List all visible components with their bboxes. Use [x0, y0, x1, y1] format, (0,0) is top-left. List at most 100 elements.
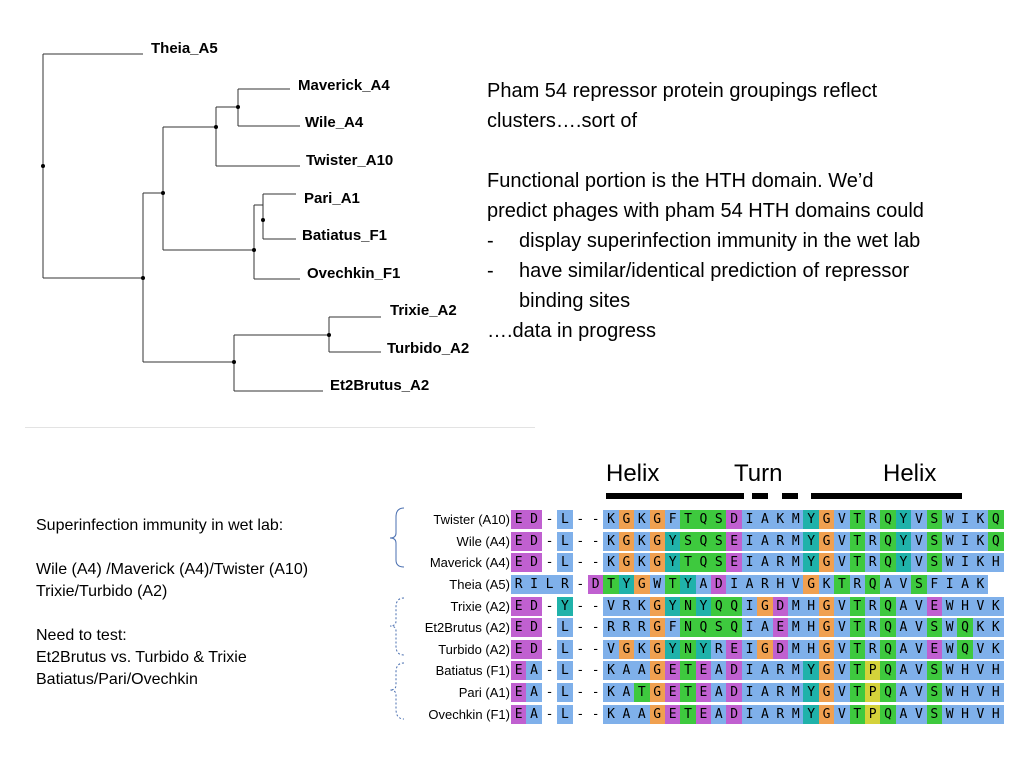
residue: R — [618, 596, 635, 616]
residue: I — [941, 575, 958, 595]
residue: - — [591, 620, 600, 636]
residue: - — [545, 512, 554, 528]
residue: Y — [695, 639, 712, 659]
residue: Q — [864, 575, 881, 595]
residue: - — [545, 620, 554, 636]
helix-bar-1 — [606, 493, 744, 499]
residue: V — [603, 596, 619, 616]
residue: A — [634, 661, 650, 681]
residue: S — [926, 704, 942, 724]
residue: L — [541, 575, 558, 595]
residue: G — [818, 639, 835, 659]
residue: D — [726, 683, 742, 703]
residue: G — [818, 510, 835, 530]
residue: E — [511, 510, 527, 530]
residue: H — [803, 618, 819, 638]
alignment-row-label: Et2Brutus (A2) — [424, 620, 510, 636]
residue: Q — [988, 531, 1004, 551]
residue: - — [545, 598, 554, 614]
residue: R — [772, 683, 789, 703]
residue: A — [895, 704, 912, 724]
residue: K — [603, 531, 619, 551]
residue: V — [911, 618, 927, 638]
summary-bullet: - display superinfection immunity in the… — [487, 226, 1017, 256]
residue: A — [634, 704, 650, 724]
residue: A — [895, 683, 912, 703]
residue: G — [818, 596, 835, 616]
residue: A — [757, 531, 773, 551]
residue: N — [680, 596, 696, 616]
residue: W — [941, 683, 958, 703]
summary-body-line: Functional portion is the HTH domain. We… — [487, 170, 874, 192]
tree-nodes — [41, 105, 331, 364]
residue: I — [741, 639, 758, 659]
residue: W — [941, 704, 958, 724]
residue: - — [591, 685, 600, 701]
residue: D — [526, 531, 542, 551]
residue: Q — [695, 553, 712, 573]
helix-bar-2 — [811, 493, 962, 499]
residue: S — [926, 510, 942, 530]
summary-body-line: predict phages with pham 54 HTH domains … — [487, 200, 924, 222]
residue: R — [634, 618, 650, 638]
residue: - — [576, 555, 585, 571]
residue: Q — [880, 618, 896, 638]
residue: K — [634, 596, 650, 616]
leaf-label: Batiatus_F1 — [302, 227, 387, 244]
test-heading: Need to test: — [36, 627, 127, 644]
residue: I — [741, 531, 758, 551]
residue: D — [772, 596, 789, 616]
immunity-group: Trixie/Turbido (A2) — [36, 583, 168, 600]
residue: Y — [803, 553, 819, 573]
phylogenetic-tree: Theia_A5 Maverick_A4 Wile_A4 Twister_A10… — [41, 40, 469, 394]
residue: V — [911, 553, 927, 573]
residue: M — [788, 553, 804, 573]
residue: G — [649, 661, 665, 681]
turn-bar-1 — [752, 493, 768, 499]
residue: T — [680, 510, 696, 530]
residue: T — [603, 575, 619, 595]
immunity-heading: Superinfection immunity in wet lab: — [36, 517, 284, 534]
residue: - — [576, 533, 585, 549]
residue: H — [803, 639, 819, 659]
helix-label-2: Helix — [883, 460, 937, 487]
residue: - — [545, 533, 554, 549]
residue: S — [711, 553, 727, 573]
residue: E — [664, 683, 681, 703]
residue: V — [972, 683, 989, 703]
residue: A — [711, 661, 727, 681]
residue: M — [788, 510, 804, 530]
residue: K — [603, 553, 619, 573]
bullet-dash: - — [487, 260, 494, 282]
residue: I — [726, 575, 742, 595]
residue: P — [864, 661, 881, 681]
residue: R — [757, 575, 773, 595]
residue: D — [726, 704, 742, 724]
residue: M — [788, 661, 804, 681]
residue: Q — [880, 661, 896, 681]
residue: S — [711, 531, 727, 551]
residue: G — [649, 553, 665, 573]
residue: R — [511, 575, 527, 595]
section-divider — [25, 427, 535, 428]
residue: T — [849, 639, 865, 659]
residue: G — [649, 639, 665, 659]
residue: A — [526, 704, 542, 724]
residue: E — [511, 618, 527, 638]
residue: - — [591, 706, 600, 722]
bullet-line: binding sites — [519, 290, 631, 312]
residue: K — [634, 531, 650, 551]
residue: M — [788, 618, 804, 638]
alignment-row-label: Twister (A10) — [433, 512, 510, 528]
residue: W — [941, 553, 958, 573]
residue: K — [988, 596, 1004, 616]
residue: K — [972, 618, 989, 638]
residue: E — [926, 639, 942, 659]
leaf-label: Maverick_A4 — [298, 77, 390, 94]
bullet-line: display superinfection immunity in the w… — [519, 230, 921, 252]
